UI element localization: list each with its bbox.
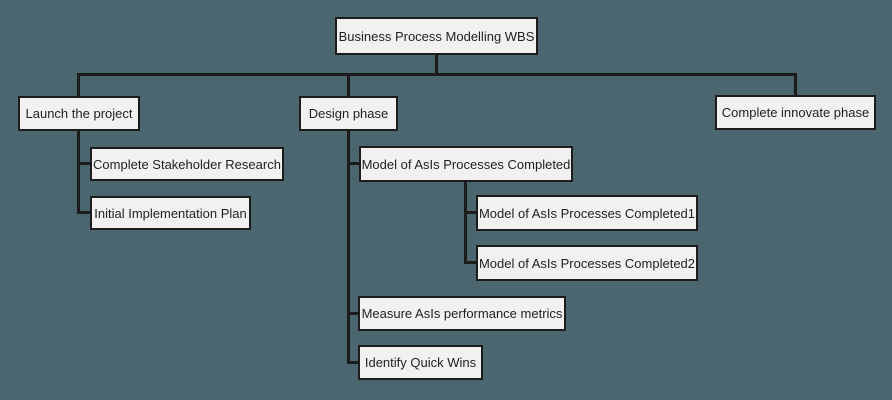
wbs-node-model-of-asis-processes-completed[interactable]: Model of AsIs Processes Completed [359,146,573,182]
connector-top-bar [77,73,797,76]
connector-stub-stakeholder [77,162,90,165]
connector-drop-design [347,73,350,96]
connector-model-trunk [464,182,467,264]
connector-stub-quickwins [347,361,359,364]
wbs-node-model-of-asis-processes-completed2[interactable]: Model of AsIs Processes Completed2 [476,245,698,281]
node-label: Identify Quick Wins [364,355,477,370]
node-label: Complete innovate phase [721,105,870,120]
node-label: Launch the project [25,106,133,121]
node-label: Measure AsIs performance metrics [361,306,563,321]
node-label: Model of AsIs Processes Completed2 [478,255,696,271]
wbs-node-design-phase[interactable]: Design phase [299,96,398,131]
wbs-node-initial-implementation-plan[interactable]: Initial Implementation Plan [90,196,251,230]
node-label: Business Process Modelling WBS [338,28,535,44]
wbs-node-root[interactable]: Business Process Modelling WBS [335,17,538,55]
connector-launch-trunk [77,131,80,214]
wbs-node-complete-stakeholder-research[interactable]: Complete Stakeholder Research [90,147,284,181]
wbs-node-measure-asis-performance-metrics[interactable]: Measure AsIs performance metrics [358,296,566,331]
connector-stub-measure [347,312,359,315]
wbs-node-model-of-asis-processes-completed1[interactable]: Model of AsIs Processes Completed1 [476,195,698,231]
connector-stub-implementation [77,211,90,214]
connector-drop-launch [77,73,80,96]
wbs-node-identify-quick-wins[interactable]: Identify Quick Wins [358,345,483,380]
wbs-node-launch-the-project[interactable]: Launch the project [18,96,140,131]
connector-design-trunk [347,131,350,364]
node-label: Model of AsIs Processes Completed [361,156,571,172]
node-label: Design phase [308,106,389,121]
node-label: Initial Implementation Plan [94,205,247,221]
connector-stub-model [347,162,359,165]
wbs-node-complete-innovate-phase[interactable]: Complete innovate phase [715,95,876,130]
node-label: Model of AsIs Processes Completed1 [478,205,696,221]
node-label: Complete Stakeholder Research [93,156,281,172]
connector-drop-innovate [794,73,797,95]
connector-stub-model1 [464,211,476,214]
connector-root-stem [435,55,438,73]
connector-stub-model2 [464,261,476,264]
